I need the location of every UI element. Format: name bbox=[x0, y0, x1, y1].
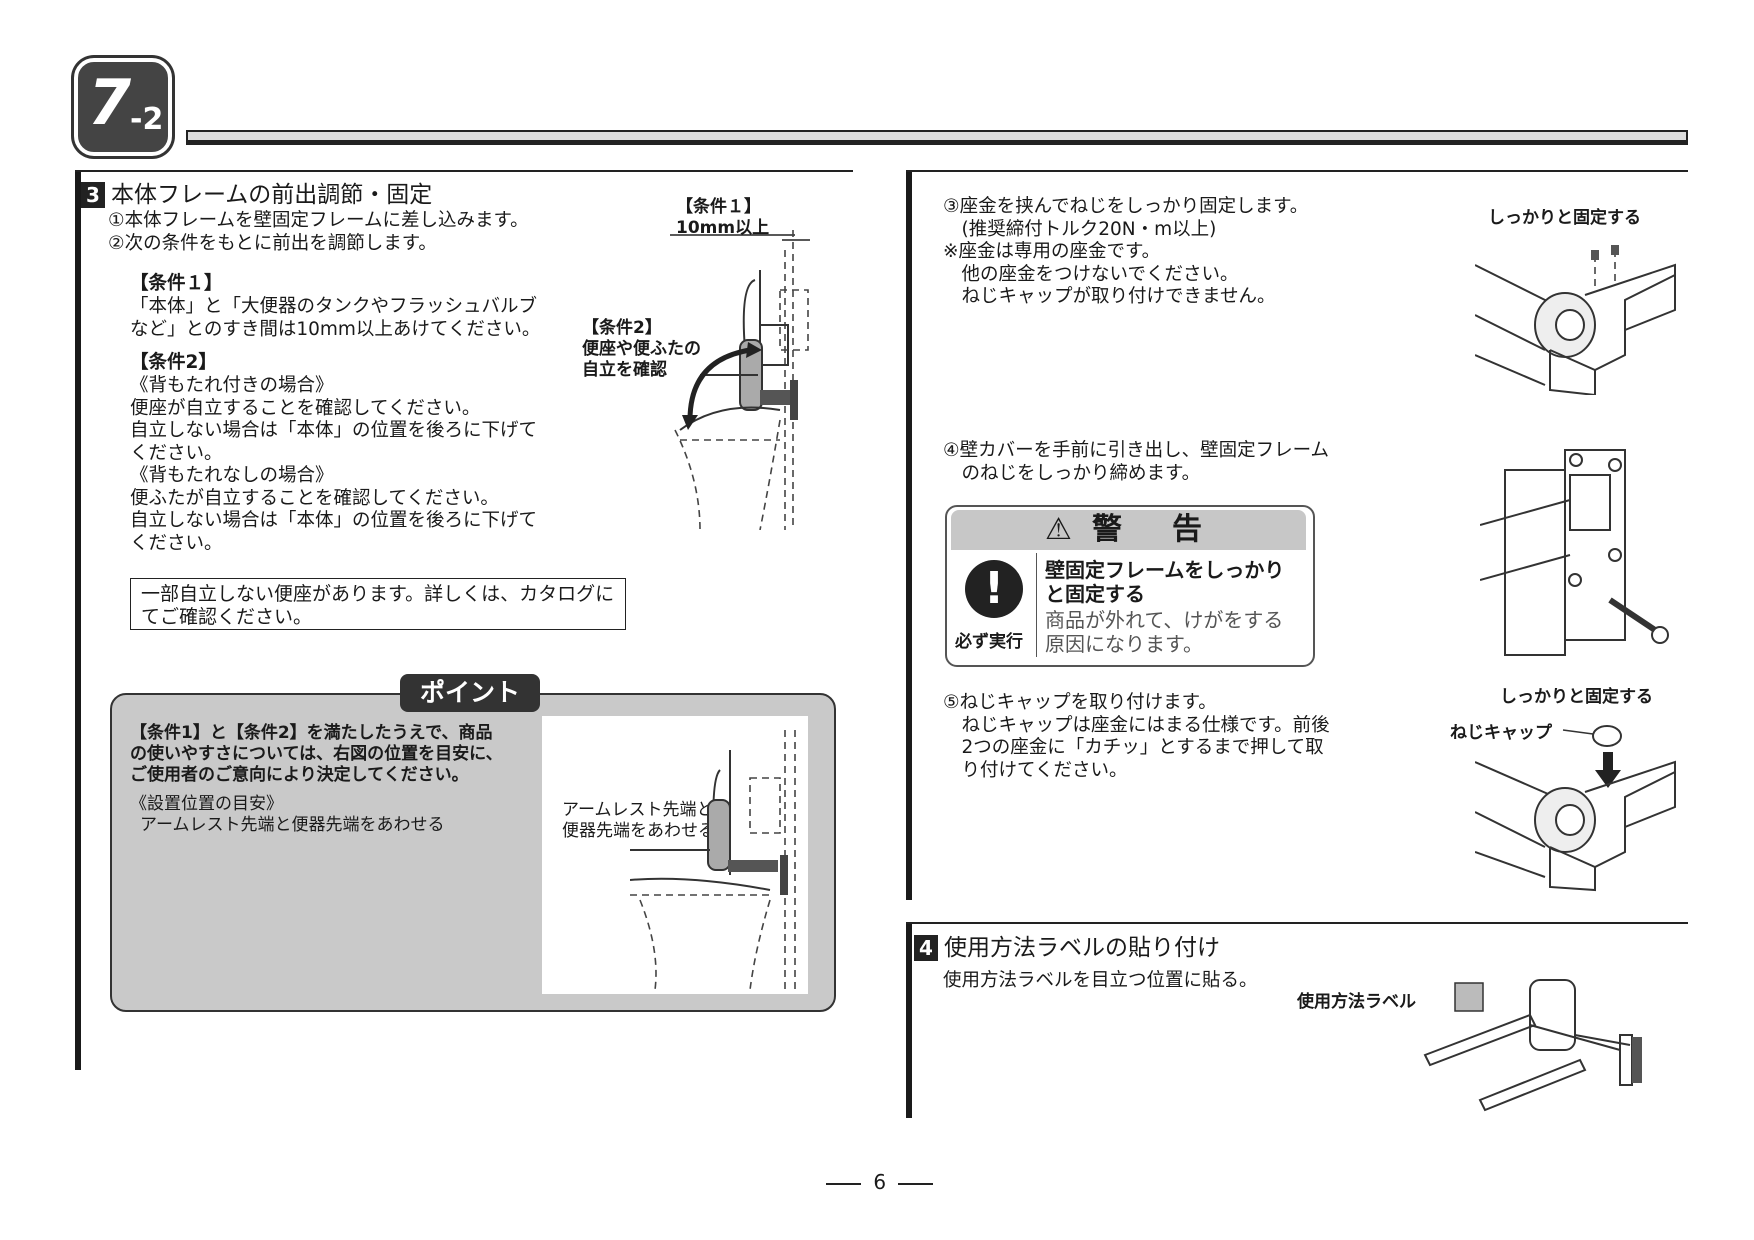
section3-title: 本体フレームの前出調節・固定 bbox=[111, 182, 433, 208]
right-column-top-rule bbox=[906, 170, 1688, 172]
condition1-text: 「本体」と「大便器のタンクやフラッシュバルブ など」とのすき間は10mm以上あけ… bbox=[130, 296, 541, 340]
step4-text: ④壁カバーを手前に引き出し、壁固定フレーム のねじをしっかり締めます。 bbox=[943, 440, 1330, 484]
point-guide-text: アームレスト先端と便器先端をあわせる bbox=[140, 815, 445, 835]
point-figure-label: アームレスト先端と 便器先端をあわせる bbox=[562, 800, 715, 841]
warning-header: ⚠警 告 bbox=[951, 510, 1306, 550]
point-text: 【条件1】と【条件2】を満たしたうえで、商品 の使いやすさについては、右図の位置… bbox=[130, 723, 503, 785]
page-number-value: 6 bbox=[873, 1170, 887, 1194]
screw-cap-figure bbox=[1475, 725, 1676, 892]
warning-heading: 警 告 bbox=[1091, 512, 1212, 547]
left-column-bar bbox=[75, 170, 81, 1070]
condition2-text: 《背もたれ付きの場合》 便座が自立することを確認してください。 自立しない場合は… bbox=[130, 375, 538, 554]
page-number: 6 bbox=[826, 1170, 934, 1194]
washer-screw-figure bbox=[1475, 245, 1676, 395]
warning-main-text: 壁固定フレームをしっかり と固定する bbox=[1045, 558, 1285, 606]
mandatory-action-icon: ! bbox=[965, 560, 1023, 618]
point-tag: ポイント bbox=[400, 674, 540, 712]
warning-sub-text: 商品が外れて、けがをする 原因になります。 bbox=[1045, 608, 1284, 656]
badge-subnumber: -2 bbox=[130, 102, 164, 137]
section4-text: 使用方法ラベルを目立つ位置に貼る。 bbox=[943, 970, 1258, 991]
condition1-title: 【条件１】 bbox=[130, 273, 223, 294]
armrest-alignment-figure bbox=[630, 730, 796, 990]
armrest-label-figure bbox=[1423, 979, 1642, 1112]
warning-symbol-label: 必ず実行 bbox=[955, 632, 1023, 652]
section3-steps: ①本体フレームを壁固定フレームに差し込みます。 ②次の条件をもとに前出を調節しま… bbox=[108, 210, 529, 254]
section4-number: 4 bbox=[914, 935, 938, 961]
step3-figure-label: しっかりと固定する bbox=[1488, 208, 1641, 228]
usage-label-callout: 使用方法ラベル bbox=[1297, 992, 1416, 1012]
toilet-side-figure bbox=[670, 230, 810, 530]
warning-triangle-icon: ⚠ bbox=[1045, 512, 1092, 547]
step5-text: ⑤ねじキャップを取り付けます。 ねじキャップは座金にはまる仕様です。前後 2つの… bbox=[943, 692, 1330, 781]
screw-cap-label: ねじキャップ bbox=[1450, 723, 1552, 743]
point-guide-title: 《設置位置の目安》 bbox=[130, 794, 283, 814]
section4-top-rule bbox=[906, 922, 1688, 924]
condition2-title: 【条件2】 bbox=[130, 352, 217, 373]
section3-number: 3 bbox=[81, 182, 105, 208]
figure-label-condition1: 【条件１】 10mm以上 bbox=[676, 197, 770, 238]
badge-number: 7 bbox=[88, 66, 132, 139]
header-rule-shadow bbox=[186, 140, 1688, 145]
step5-figure-label: しっかりと固定する bbox=[1500, 687, 1653, 707]
step3-text: ③座金を挟んでねじをしっかり固定します。 (推奨締付トルク20N・m以上) ※座… bbox=[943, 196, 1309, 307]
section4-bar bbox=[906, 922, 912, 1118]
left-column-top-rule bbox=[75, 170, 853, 172]
right-column-bar bbox=[906, 170, 912, 900]
section4-title: 使用方法ラベルの貼り付け bbox=[944, 935, 1220, 961]
note-box: 一部自立しない便座があります。詳しくは、カタログに てご確認ください。 bbox=[130, 578, 626, 630]
figure-label-condition2: 【条件2】 便座や便ふたの 自立を確認 bbox=[582, 318, 701, 380]
point-figure-panel bbox=[542, 716, 808, 994]
warning-symbol-cell bbox=[952, 553, 1037, 657]
wall-frame-figure bbox=[1480, 449, 1669, 656]
section-badge: 7 -2 bbox=[74, 58, 172, 156]
